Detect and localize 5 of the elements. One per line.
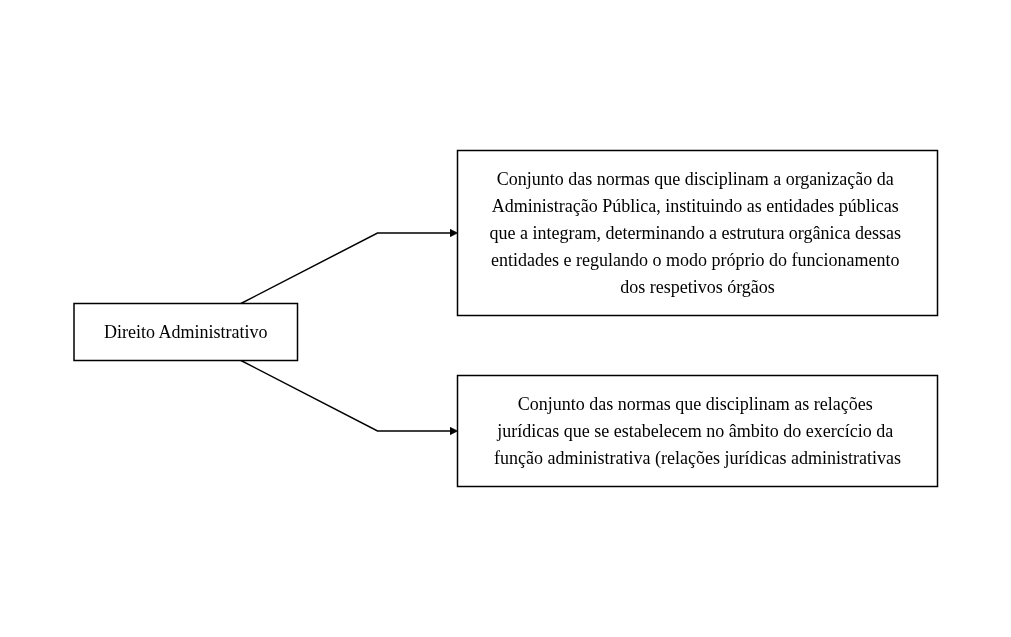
arrow [239, 359, 458, 436]
node-box [73, 302, 298, 362]
arrow [239, 228, 458, 305]
node-box [456, 149, 938, 317]
node-box [456, 374, 938, 488]
